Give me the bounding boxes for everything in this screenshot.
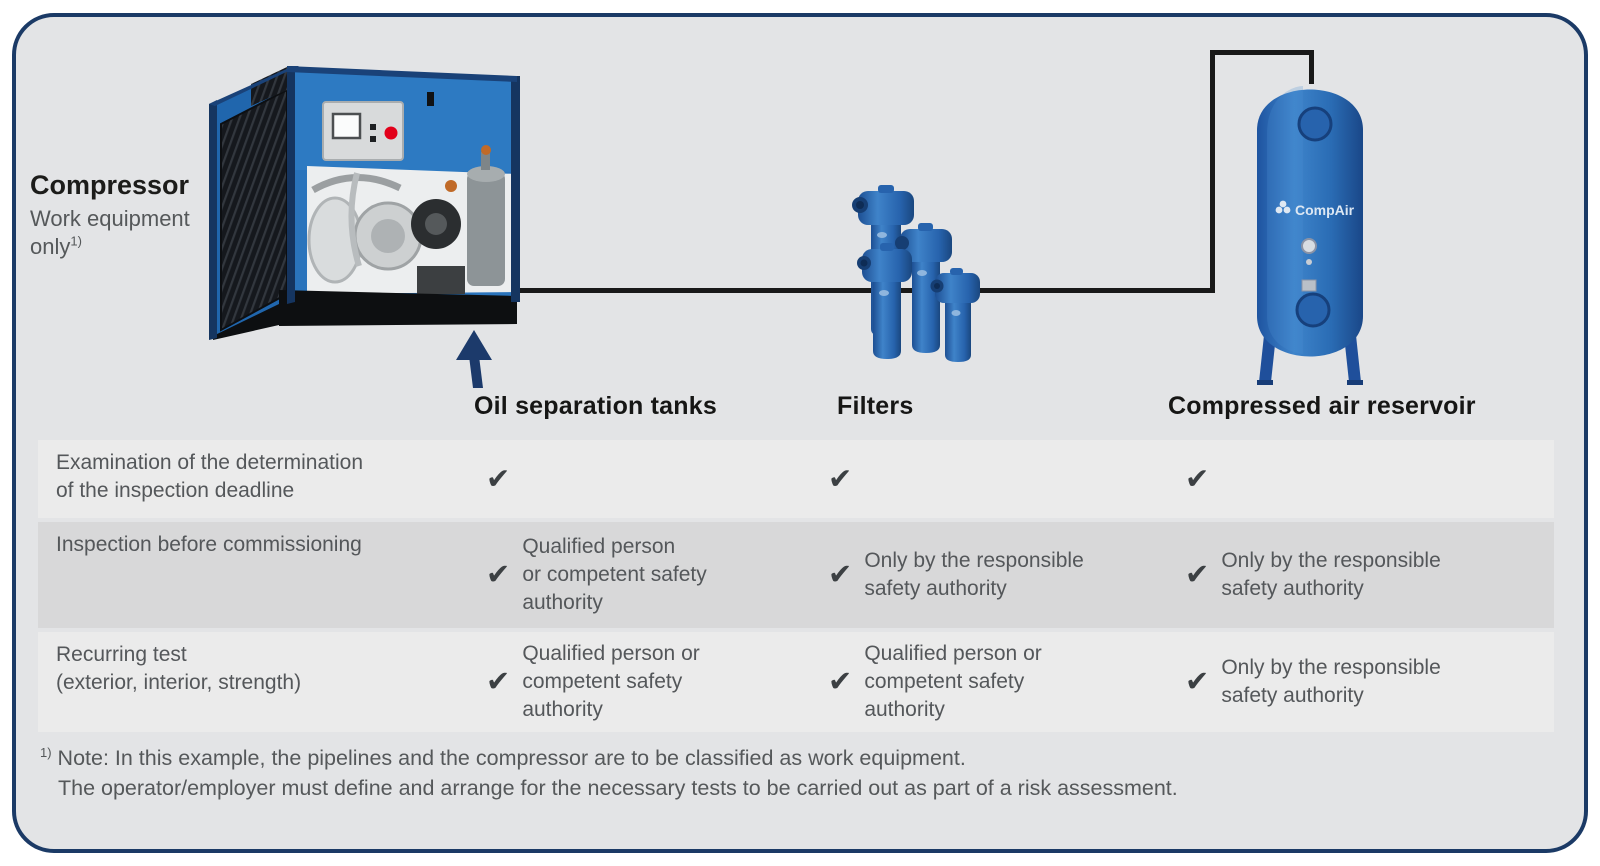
check-icon: ✔ bbox=[1185, 557, 1210, 592]
footnote-mark: 1) bbox=[40, 744, 52, 760]
oil-tank-pointer-arrow-icon bbox=[456, 330, 492, 388]
check-icon: ✔ bbox=[1185, 461, 1210, 496]
header-oil-separation-tanks: Oil separation tanks bbox=[474, 392, 717, 420]
header-compressed-air-reservoir: Compressed air reservoir bbox=[1168, 392, 1476, 420]
table-cell: ✔ Only by the responsible safety authori… bbox=[828, 547, 1084, 603]
table-cell: ✔ Qualified person or competent safety a… bbox=[828, 640, 1042, 724]
pipe-main-horizontal bbox=[517, 288, 1213, 293]
row-label: Recurring test (exterior, interior, stre… bbox=[56, 643, 302, 694]
check-icon: ✔ bbox=[486, 461, 511, 496]
reservoir-illustration: CompAir bbox=[1257, 86, 1363, 385]
footnote: 1) Note: In this example, the pipelines … bbox=[40, 744, 1540, 803]
footnote-line1: 1) Note: In this example, the pipelines … bbox=[40, 744, 1540, 774]
table-cell: ✔ Only by the responsible safety authori… bbox=[1185, 547, 1441, 603]
row-label: Inspection before commissioning bbox=[56, 533, 362, 556]
cell-text: Qualified person or competent safety aut… bbox=[522, 642, 700, 721]
table-cell: ✔ bbox=[486, 461, 511, 496]
check-icon: ✔ bbox=[828, 664, 853, 699]
filter-canister bbox=[930, 268, 980, 362]
compressor-subtitle-line2: only bbox=[30, 233, 71, 259]
table-cell: ✔ bbox=[828, 461, 853, 496]
check-icon: ✔ bbox=[828, 557, 853, 592]
cell-text: Only by the responsible safety authority bbox=[1221, 656, 1441, 707]
table-cell: ✔ Only by the responsible safety authori… bbox=[1185, 654, 1441, 710]
table-row: Examination of the determination of the … bbox=[38, 440, 1554, 518]
check-icon: ✔ bbox=[486, 664, 511, 699]
compair-logo: CompAir bbox=[1275, 200, 1355, 218]
reservoir-brand-text: CompAir bbox=[1295, 202, 1355, 218]
header-filters: Filters bbox=[837, 392, 914, 420]
check-icon: ✔ bbox=[1185, 664, 1210, 699]
footnote-text-2: The operator/employer must define and ar… bbox=[58, 775, 1178, 800]
check-icon: ✔ bbox=[486, 557, 511, 592]
table-row: Recurring test (exterior, interior, stre… bbox=[38, 632, 1554, 732]
cell-text: Qualified person or competent safety aut… bbox=[864, 642, 1042, 721]
compressor-title: Compressor bbox=[30, 170, 190, 200]
footnote-line2: The operator/employer must define and ar… bbox=[58, 774, 1540, 804]
compressor-caption: Compressor Work equipment only1) bbox=[30, 170, 210, 260]
compressor-subtitle-line1: Work equipment bbox=[30, 206, 190, 231]
table-row: Inspection before commissioning ✔ Qualif… bbox=[38, 522, 1554, 628]
cell-text: Only by the responsible safety authority bbox=[864, 549, 1084, 600]
table-cell: ✔ bbox=[1185, 461, 1210, 496]
filters-illustration bbox=[852, 185, 980, 362]
pipe-top-horizontal bbox=[1210, 50, 1314, 55]
filter-canister bbox=[857, 243, 912, 359]
pipe-vertical-riser bbox=[1210, 50, 1215, 293]
table-cell: ✔ Qualified person or competent safety a… bbox=[486, 640, 700, 724]
cell-text: Qualified person or competent safety aut… bbox=[522, 535, 707, 614]
row-label: Examination of the determination of the … bbox=[56, 451, 364, 502]
compressor-illustration bbox=[209, 66, 520, 340]
cell-text: Only by the responsible safety authority bbox=[1221, 549, 1441, 600]
footnote-text-1: Note: In this example, the pipelines and… bbox=[57, 746, 966, 770]
table-cell: ✔ Qualified person or competent safety a… bbox=[486, 533, 707, 617]
check-icon: ✔ bbox=[828, 461, 853, 496]
footnote-mark: 1) bbox=[70, 233, 82, 249]
pipe-tank-stub bbox=[1309, 50, 1314, 84]
